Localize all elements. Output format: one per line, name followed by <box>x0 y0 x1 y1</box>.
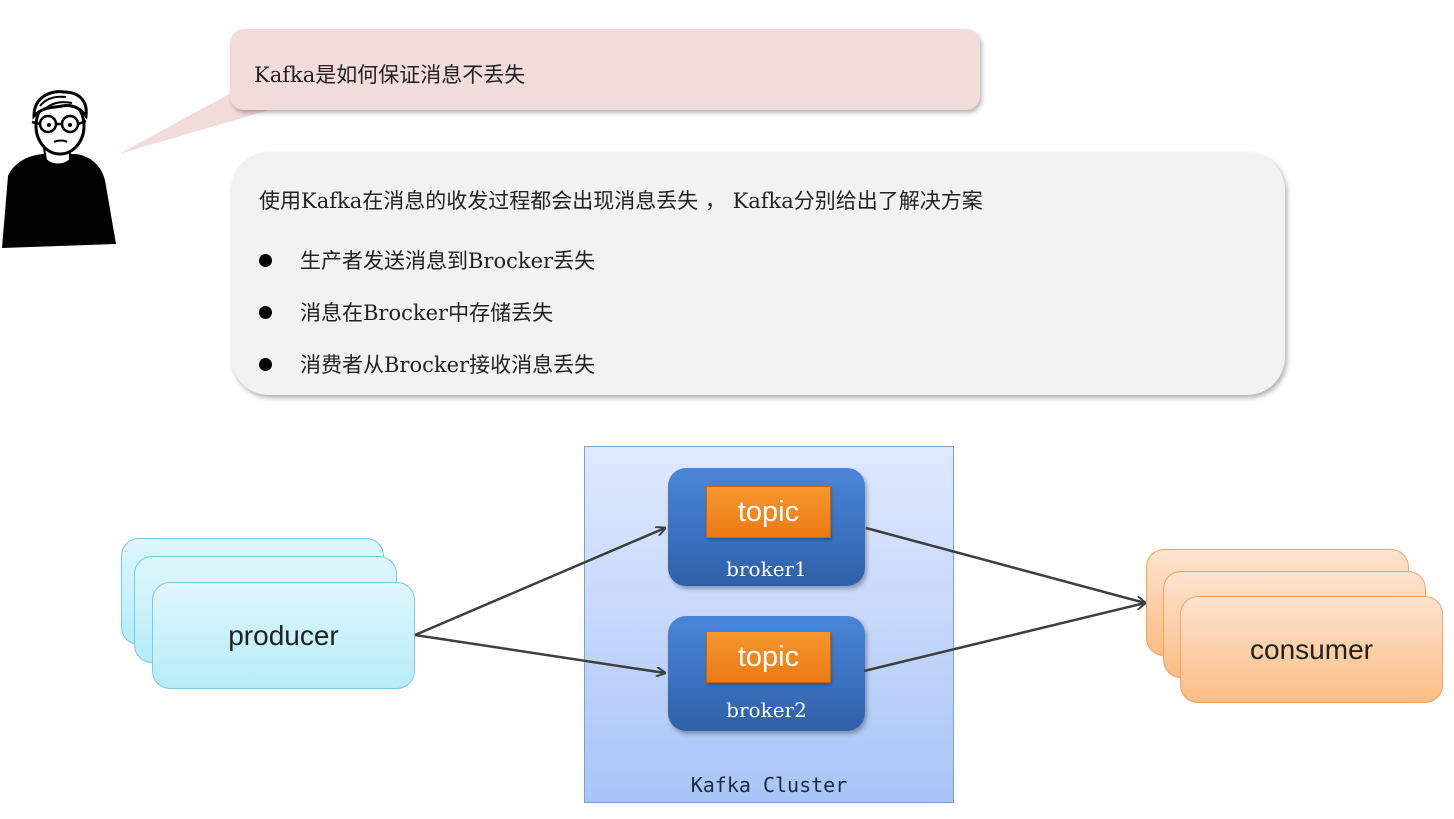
consumer-card: consumer <box>1180 596 1443 703</box>
broker-2: topic broker2 <box>668 616 865 731</box>
bullet-icon <box>259 253 272 267</box>
person-avatar-icon <box>2 90 116 248</box>
kafka-cluster: topic broker1 topic broker2 Kafka Cluste… <box>584 446 954 803</box>
producer-card: producer <box>152 582 415 689</box>
cluster-label: Kafka Cluster <box>690 773 848 797</box>
producer-label: producer <box>228 619 339 651</box>
answer-intro: 使用Kafka在消息的收发过程都会出现消息丢失 ， Kafka分别给出了解决方案 <box>259 189 983 213</box>
list-item-text: 消费者从Brocker接收消息丢失 <box>300 353 596 377</box>
answer-list: 生产者发送消息到Brocker丢失 消息在Brocker中存储丢失 消费者从Br… <box>259 234 595 390</box>
broker-2-topic: topic <box>706 631 831 683</box>
question-text: Kafka是如何保证消息不丢失 <box>254 63 526 87</box>
consumer-label: consumer <box>1250 633 1373 665</box>
list-item: 生产者发送消息到Brocker丢失 <box>259 234 595 286</box>
broker-1: topic broker1 <box>668 468 865 586</box>
list-item-text: 生产者发送消息到Brocker丢失 <box>300 249 596 273</box>
broker-1-topic: topic <box>706 486 831 538</box>
list-item: 消息在Brocker中存储丢失 <box>259 286 595 338</box>
question-bubble: Kafka是如何保证消息不丢失 <box>230 29 980 110</box>
bullet-icon <box>259 305 272 319</box>
bullet-icon <box>259 357 272 371</box>
list-item-text: 消息在Brocker中存储丢失 <box>300 301 554 325</box>
broker-2-label: broker2 <box>726 698 807 722</box>
broker-1-label: broker1 <box>726 557 807 581</box>
list-item: 消费者从Brocker接收消息丢失 <box>259 338 595 390</box>
answer-box: 使用Kafka在消息的收发过程都会出现消息丢失 ， Kafka分别给出了解决方案… <box>231 152 1285 395</box>
